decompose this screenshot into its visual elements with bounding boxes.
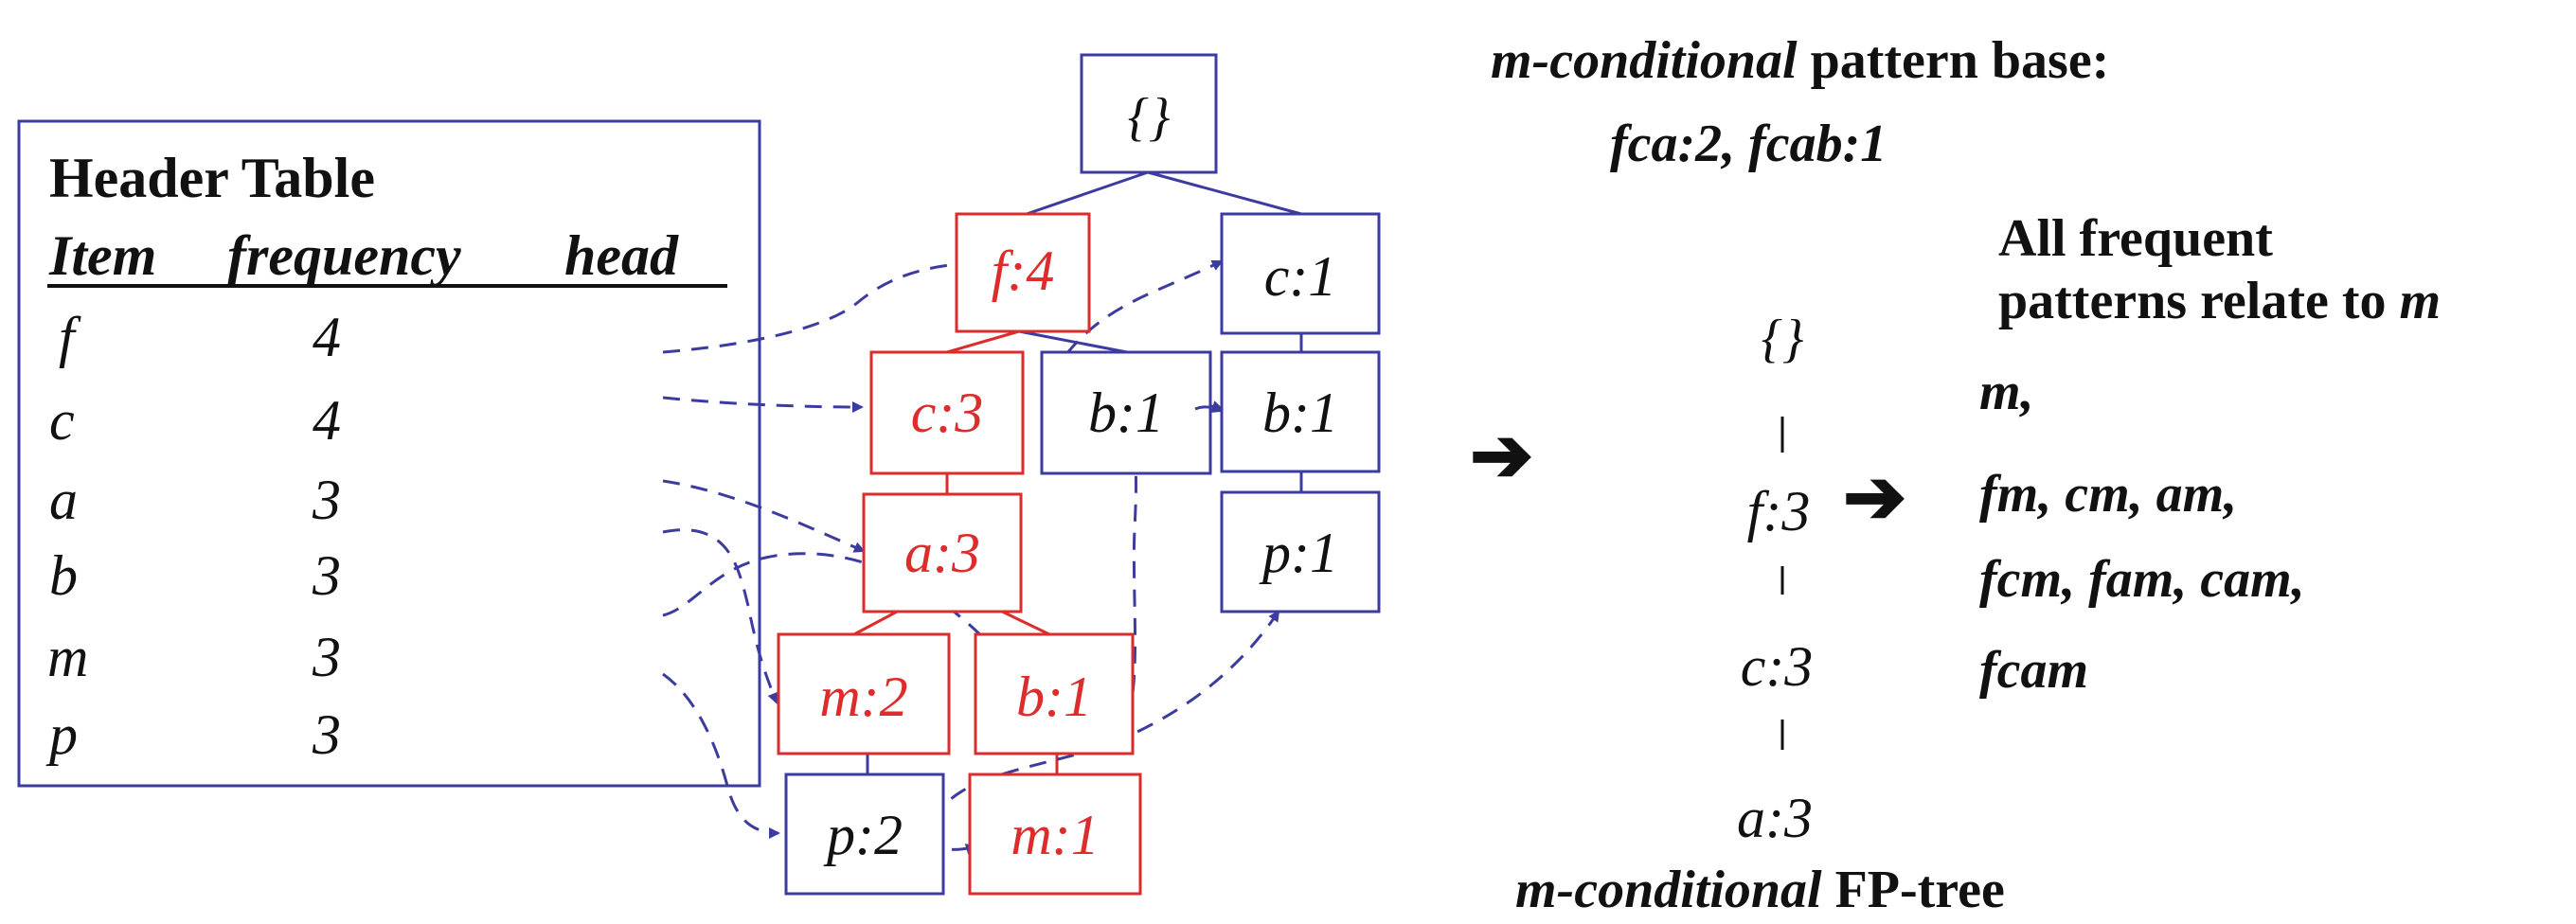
frequent-patterns-title-line1: All frequent [1998,209,2273,268]
tree-node-c1: c:1 [1220,212,1381,335]
edge-root-f4 [1026,170,1149,216]
link-p-head [662,672,780,839]
tree-node-box [1220,212,1381,335]
header-item: b [49,544,78,607]
tree-node-root: {} [1080,53,1218,174]
tree-node-b1c: b:1 [974,632,1135,755]
tree-node-box [777,632,951,755]
link-c-head [662,396,864,413]
tree-node-label: b:1 [1262,382,1338,444]
conditional-tree: {} f:3 c:3 a:3 [1737,310,1813,849]
header-row-3: b 3 [49,544,341,607]
arrow-right-icon: ➔ [1843,456,1906,540]
tree-node-p2: p:2 [784,773,945,896]
pattern-base-value: fca:2, fcab:1 [1610,115,1887,173]
tree-node-label: c:3 [911,382,984,444]
tree-node-label: f:4 [992,240,1055,302]
tree-node-label: {} [1128,88,1171,147]
tree-node-m2: m:2 [777,632,951,755]
conditional-node-root: {} [1762,310,1804,368]
tree-node-label: c:1 [1264,245,1337,308]
pattern-line: fcm, fam, cam, [1979,550,2305,609]
header-frequency: 3 [312,626,341,688]
link-f-head [662,258,970,354]
tree-node-label: m:2 [819,666,907,728]
arrow-right-icon: ➔ [1470,415,1533,498]
header-row-2: a 3 [49,469,341,531]
tree-node-c3: c:3 [869,350,1025,475]
header-row-5: p 3 [45,703,341,766]
header-frequency: 3 [312,544,341,607]
tree-node-box [955,212,1091,333]
header-row-0: f 4 [59,306,341,368]
pattern-line: fm, cm, am, [1979,465,2237,524]
header-frequency: 3 [312,469,341,531]
link-m-head [662,528,778,704]
frequent-patterns: All frequent patterns relate to m m, fm,… [1979,209,2441,700]
tree-node-box [862,492,1023,613]
pattern-line: fcam [1979,641,2088,700]
link-a-head [662,479,866,553]
tree-node-box [869,350,1025,475]
tree-node-a3: a:3 [862,492,1023,613]
edge-f4-c3 [946,329,1020,354]
tree-node-f4: f:4 [955,212,1091,333]
tree-node-label: p:2 [823,804,903,866]
tree-node-box [968,773,1142,896]
link-c3-c1 [1064,259,1224,355]
header-row-1: c 4 [49,389,341,452]
conditional-node-c3: c:3 [1741,635,1814,698]
header-table-frame [17,119,761,788]
header-frequency: 3 [312,703,341,766]
header-col-frequency: frequency [227,224,461,287]
header-frequency: 4 [313,389,341,452]
tree-node-label: p:1 [1259,522,1338,584]
link-b-head [662,552,1013,669]
tree-node-label: b:1 [1016,666,1092,728]
header-item: p [45,703,78,766]
tree-node-label: m:1 [1011,804,1099,866]
header-item: m [47,626,88,688]
tree-node-b1b: b:1 [1220,350,1381,473]
tree-node-box [1040,350,1212,475]
edge-root-c1 [1147,170,1302,216]
header-item: f [59,306,81,368]
conditional-tree-caption: m-conditional FP-tree [1515,861,2005,919]
tree-node-p1: p:1 [1220,490,1381,613]
header-frequency: 4 [313,306,341,368]
edge-f4-b1a [1018,329,1128,354]
frequent-patterns-title-line2: patterns relate to m [1998,272,2441,330]
header-item: a [49,469,78,531]
tree-node-label: b:1 [1088,382,1164,444]
header-item: c [49,389,75,452]
tree-node-box [1220,490,1381,613]
tree-node-box [974,632,1135,755]
pattern-line: m, [1979,363,2034,421]
conditional-node-a3: a:3 [1737,787,1813,849]
header-table-title: Header Table [49,147,375,209]
tree-node-box [1220,350,1381,473]
header-row-4: m 3 [47,626,341,688]
tree-node-box [1080,53,1218,174]
pattern-base-title: m-conditional pattern base: [1491,31,2109,90]
tree-node-b1a: b:1 [1040,350,1212,475]
header-col-head: head [564,224,679,287]
conditional-node-f3: f:3 [1747,480,1811,542]
tree-node-label: a:3 [904,522,980,584]
node-links-overlay [1194,401,1224,413]
header-col-item: Item [48,224,156,287]
link-b1a-b1b-overlay [1194,401,1224,413]
tree-node-m1: m:1 [968,773,1142,896]
tree-node-box [784,773,945,896]
